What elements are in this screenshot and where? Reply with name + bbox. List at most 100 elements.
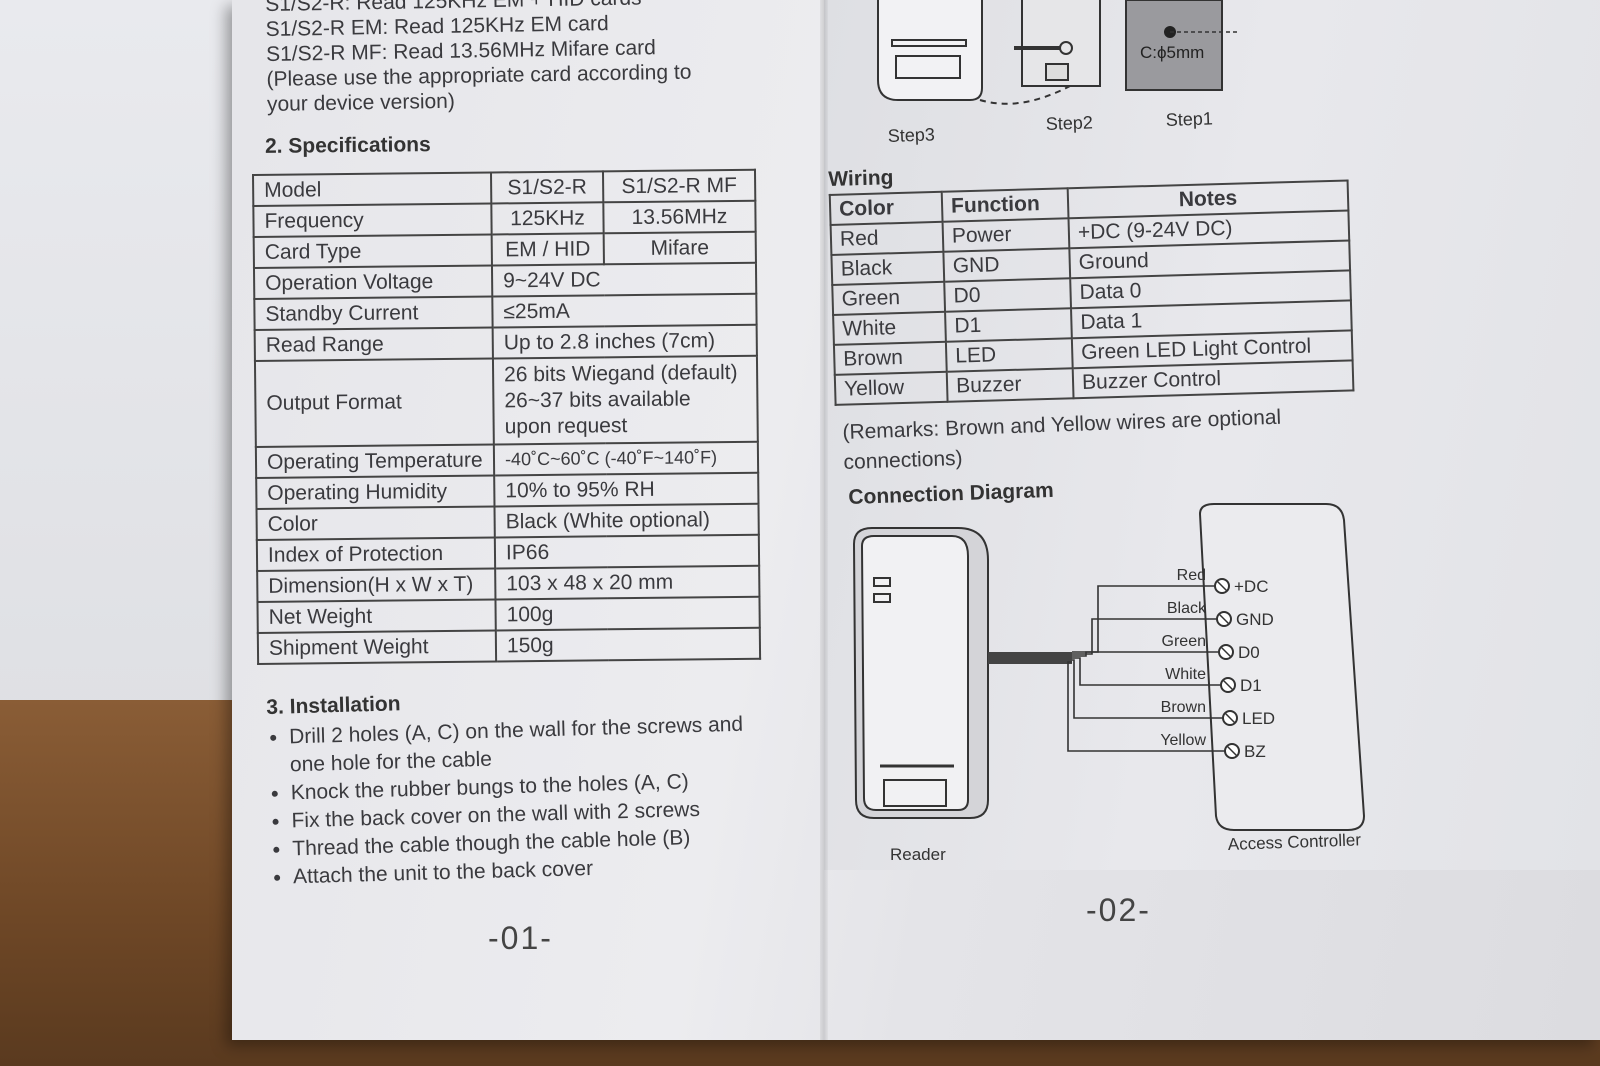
- spec-value: ≤25mA: [492, 293, 757, 328]
- wire-color: Brown: [833, 341, 947, 375]
- wiring-section: Wiring Color Function Notes Red Power +D…: [828, 153, 1354, 405]
- spec-label: Read Range: [254, 327, 493, 361]
- installation-list: Drill 2 holes (A, C) on the wall for the…: [267, 711, 748, 892]
- wire-function: GND: [943, 248, 1071, 282]
- terminal-label: GND: [1236, 610, 1274, 629]
- spec-label: Color: [256, 506, 495, 540]
- spec-value: EM / HID: [491, 233, 604, 266]
- reader-label: Reader: [890, 845, 946, 864]
- wire-line: [1072, 618, 1218, 655]
- terminal-label: LED: [1242, 709, 1275, 728]
- controller-label: Access Controller: [1227, 830, 1361, 854]
- wire-function: Power: [942, 218, 1070, 252]
- spec-value: Black (White optional): [494, 503, 759, 538]
- output-line: 26~37 bits available: [504, 387, 691, 413]
- wire-function: D0: [944, 278, 1072, 312]
- wire-label: White: [1165, 666, 1206, 683]
- wire-label: Brown: [1161, 699, 1206, 716]
- spec-label: Card Type: [253, 234, 492, 268]
- spec-label: Operating Temperature: [255, 444, 495, 478]
- wire-color: Red: [830, 221, 944, 255]
- col-header: Color: [829, 191, 943, 225]
- cable-clip: [1045, 63, 1069, 81]
- installation-section: 3. Installation Drill 2 holes (A, C) on …: [266, 681, 747, 892]
- wire-color: Yellow: [834, 371, 948, 405]
- reader-indicator-icon: [873, 593, 891, 603]
- terminal-slot-icon: [1216, 580, 1228, 592]
- wire-line: [1072, 659, 1224, 719]
- spec-value: 9~24V DC: [491, 262, 757, 297]
- spec-value: 103 x 48 x 20 mm: [495, 565, 760, 600]
- spec-value: S1/S2-R MF: [602, 169, 756, 203]
- install-step-cont: one hole for the cable: [289, 747, 493, 777]
- intro-text: S1/S2-R: Read 125KHz EM + HID cards S1/S…: [265, 0, 692, 117]
- spec-value: 150g: [495, 627, 761, 662]
- wire-function: D1: [945, 308, 1072, 342]
- step2-label: Step2: [1045, 112, 1093, 134]
- col-header: Function: [941, 188, 1069, 222]
- spec-value: 13.56MHz: [603, 200, 756, 234]
- terminal-slot-icon: [1226, 745, 1238, 757]
- spec-value: IP66: [494, 534, 760, 569]
- terminal-label: +DC: [1234, 577, 1268, 596]
- spec-label: Dimension(H x W x T): [257, 568, 496, 602]
- reader-front-outline: [877, 0, 983, 101]
- wall-block: [1125, 0, 1223, 91]
- wire-label: Yellow: [1160, 732, 1206, 749]
- terminal-slot-icon: [1224, 712, 1236, 724]
- terminal-label: BZ: [1244, 742, 1266, 761]
- wire-line: [1067, 661, 1226, 752]
- cable-dashed-line: [979, 85, 1071, 105]
- spec-heading: 2. Specifications: [264, 133, 431, 158]
- wiring-table: Color Function Notes Red Power +DC (9-24…: [829, 179, 1355, 405]
- step1-label: Step1: [1165, 108, 1213, 130]
- wire-label: Green: [1162, 633, 1206, 650]
- wire-notes: Buzzer Control: [1072, 360, 1354, 399]
- install-steps-illustration: C:ϕ5mm Step3 Step2 Step1: [877, 0, 1240, 146]
- reader-window: [883, 779, 947, 807]
- spec-label: Shipment Weight: [257, 630, 497, 664]
- page-number-left: -01-: [488, 920, 553, 956]
- spec-label: Net Weight: [257, 599, 496, 633]
- spec-table: Model S1/S2-R S1/S2-R MF Frequency 125KH…: [252, 169, 761, 665]
- spec-value: Mifare: [603, 231, 756, 265]
- terminal-label: D1: [1240, 676, 1262, 695]
- wire-color: Black: [831, 251, 945, 285]
- spec-value: Up to 2.8 inches (7cm): [492, 324, 757, 359]
- spec-label: Output Format: [254, 358, 494, 447]
- wire-label: Red: [1177, 567, 1206, 584]
- spec-label: Index of Protection: [256, 537, 496, 571]
- wire-line: [1072, 651, 1220, 657]
- back-cover-outline: [1021, 0, 1101, 87]
- step3-label: Step3: [887, 124, 935, 146]
- wire-label: Black: [1167, 600, 1207, 617]
- access-controller: [1198, 503, 1366, 831]
- output-line: 26 bits Wiegand (default): [503, 360, 738, 387]
- wire-color: Green: [832, 281, 946, 315]
- spec-value: 10% to 95% RH: [494, 472, 759, 507]
- reader-window: [895, 55, 961, 79]
- terminal-slot-icon: [1222, 679, 1234, 691]
- spec-value: 100g: [495, 596, 760, 631]
- terminal-slot-icon: [1218, 613, 1230, 625]
- page-fold: [820, 0, 828, 1040]
- wire-function: Buzzer: [946, 368, 1074, 402]
- page-number-right: -02-: [1086, 892, 1151, 928]
- spec-label: Model: [253, 172, 492, 206]
- terminal-slot-icon: [1220, 646, 1232, 658]
- spec-label: Standby Current: [254, 296, 493, 330]
- table-row: Output Format 26 bits Wiegand (default) …: [254, 355, 758, 447]
- reader-indicator-icon: [873, 577, 891, 587]
- hole-label: C:ϕ5mm: [1140, 43, 1204, 62]
- wire-function: LED: [945, 338, 1073, 372]
- wire-color: White: [833, 311, 946, 345]
- terminal-label: D0: [1238, 643, 1260, 662]
- spec-value: 26 bits Wiegand (default) 26~37 bits ava…: [492, 355, 758, 445]
- output-line: upon request: [504, 414, 628, 439]
- reader-device: [852, 527, 989, 819]
- screw-head-icon: [1059, 41, 1073, 55]
- reader-slot: [891, 39, 967, 47]
- spec-label: Frequency: [253, 203, 492, 237]
- cable: [988, 652, 1072, 664]
